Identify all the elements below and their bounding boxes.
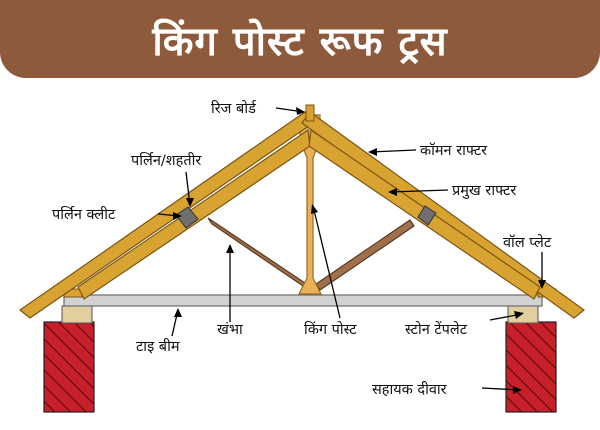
arrow-principal-rafter [389,189,449,193]
label-tie-beam: टाइ बीम [136,338,180,355]
title-banner: किंग पोस्ट रूफ ट्रस [0,0,600,78]
label-principal-rafter: प्रमुख राफ्टर [452,183,517,199]
label-ridge-board: रिज बोर्ड [211,100,257,117]
strut-right [315,219,415,291]
common-rafter-right [301,111,585,319]
label-purlin: पर्लिन/शहतीर [131,152,202,169]
label-supporting-wall: सहायक दीवार [372,381,448,398]
label-strut: खंभा [217,321,243,338]
label-stone-template: स्टोन टेंपलेट [405,321,468,338]
label-king-post: किंग पोस्ट [304,320,357,338]
stone-template-right [507,305,539,324]
page-title: किंग पोस्ट रूफ ट्रस [152,18,448,65]
stone-template-left [61,305,93,324]
label-wall-plate: वॉल प्लेट [503,234,552,251]
arrow-king-post [312,205,341,319]
label-common-rafter: कॉमन राफ्टर [420,142,488,159]
arrowheads [173,107,546,394]
label-purlin-cleat: पर्लिन क्लीट [52,206,116,223]
supporting-wall-right [505,321,557,413]
tie-beam [63,294,543,307]
strut-left [207,217,310,291]
arrow-common-rafter [369,149,417,153]
supporting-wall-left [43,321,95,413]
arrows [157,107,543,391]
ridge-board [305,104,315,122]
purlin-cleat-left [175,206,199,229]
purlin-cleat-right [417,205,437,226]
